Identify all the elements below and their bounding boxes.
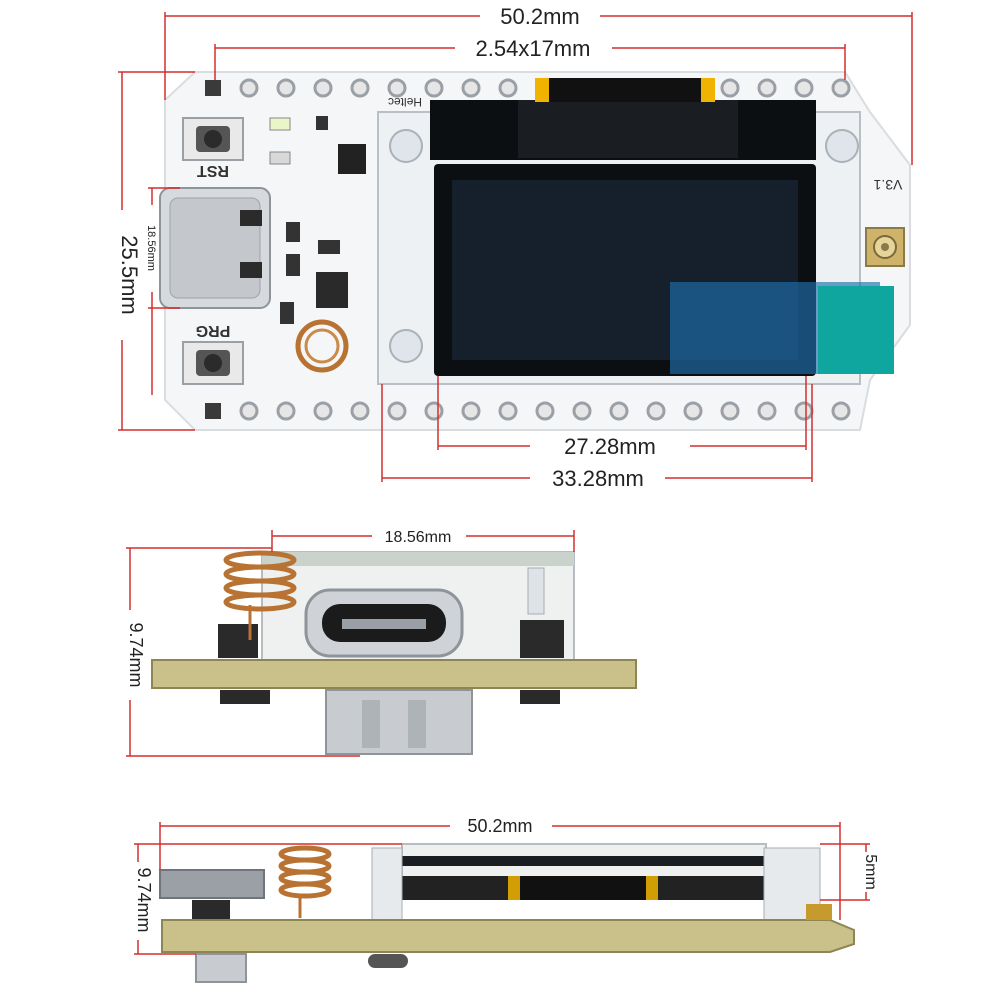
ic-chip: [338, 144, 366, 174]
coil-antenna: [295, 319, 349, 373]
dim-screen-module: 33.28mm: [552, 466, 644, 491]
dim-overall-height: 25.5mm: [117, 235, 142, 314]
smd-component: [318, 240, 340, 254]
dim-screen-active: 27.28mm: [564, 434, 656, 459]
dimension-lines-front: [126, 530, 575, 757]
oled-module: [377, 78, 861, 385]
pcb-edge-side: [161, 919, 855, 953]
flex-cable-tab: [535, 78, 715, 102]
smd-component: [286, 254, 300, 276]
version-label: V3.1: [873, 177, 902, 193]
rst-label: RST: [197, 162, 229, 179]
dim-side-length: 50.2mm: [467, 816, 532, 836]
dim-side-height: 9.74mm: [134, 867, 154, 932]
bottom-connector: [195, 953, 247, 983]
front-view: 18.56mm 9.74mm: [126, 529, 637, 757]
brand-label: Heltec: [388, 95, 422, 109]
transistor: [316, 272, 348, 308]
status-led: [269, 117, 291, 131]
dimension-lines-side: [134, 822, 870, 955]
dim-overall-width: 50.2mm: [500, 4, 579, 29]
side-button: [192, 900, 230, 920]
usb-c-side: [159, 869, 265, 899]
side-button: [520, 620, 564, 658]
usb-c-port: [159, 187, 271, 309]
smd-component: [520, 690, 560, 704]
top-view: RST PRG: [117, 4, 913, 491]
smd-component: [286, 222, 300, 242]
dim-usb-height: 18.56mm: [145, 225, 157, 271]
smd-component: [280, 302, 294, 324]
bottom-connector: [325, 689, 473, 755]
film-pull-tab: [818, 286, 894, 374]
charge-led: [269, 151, 291, 165]
dim-usb-width: 18.56mm: [385, 529, 452, 546]
bottom-pin-header: [205, 401, 851, 421]
prg-label: PRG: [196, 322, 231, 339]
prg-button: [182, 341, 244, 385]
side-button: [218, 624, 258, 658]
pcb-edge-front: [151, 659, 637, 689]
dim-front-height: 9.74mm: [126, 622, 146, 687]
rst-button: [182, 117, 244, 161]
coil-antenna-front: [223, 550, 297, 640]
smd-component: [220, 690, 270, 704]
usb-c-front: [304, 588, 464, 658]
dim-oled-height: 5mm: [862, 854, 879, 890]
side-view: 50.2mm 9.74mm 5mm: [134, 816, 879, 983]
dim-pin-span: 2.54x17mm: [476, 36, 591, 61]
smd-component: [316, 116, 328, 130]
dimension-lines-top: [118, 12, 913, 482]
ipex-antenna-connector: [865, 227, 905, 267]
coil-antenna-side: [278, 845, 332, 918]
